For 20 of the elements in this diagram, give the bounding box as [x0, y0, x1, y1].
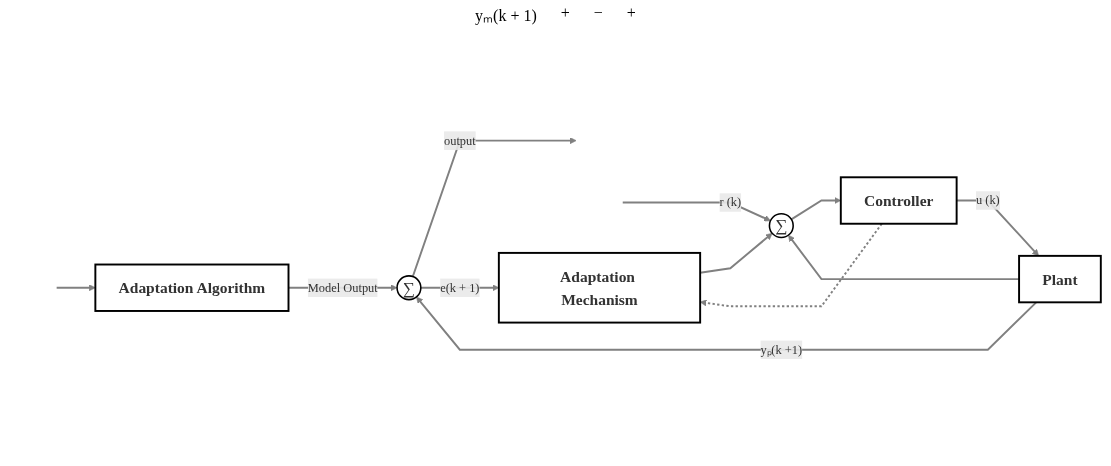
edge-label: e(k + 1) — [440, 280, 480, 294]
node-circle: ∑ — [396, 275, 422, 301]
node-box: Plant — [1018, 254, 1102, 304]
edge-label: output — [444, 133, 476, 147]
arrow — [416, 296, 1038, 351]
signal-label: − — [593, 4, 603, 23]
arrow — [411, 137, 577, 278]
edge-label: Model Output — [307, 280, 378, 294]
node-box: Adaptation Algorithm — [94, 263, 290, 312]
edge-label: r (k) — [719, 195, 742, 209]
signal-label: + — [626, 4, 636, 23]
node-box: Adaptation Mechanism — [497, 251, 702, 324]
arrow — [621, 201, 771, 222]
edge-label: yₚ(k +1) — [760, 342, 803, 356]
signal-label: yₘ(k + 1) — [475, 6, 537, 26]
edge-label: u (k) — [975, 193, 1000, 207]
signal-label: + — [560, 4, 570, 23]
node-circle: ∑ — [768, 213, 794, 239]
arrow — [55, 284, 96, 292]
node-box: Controller — [839, 176, 958, 225]
